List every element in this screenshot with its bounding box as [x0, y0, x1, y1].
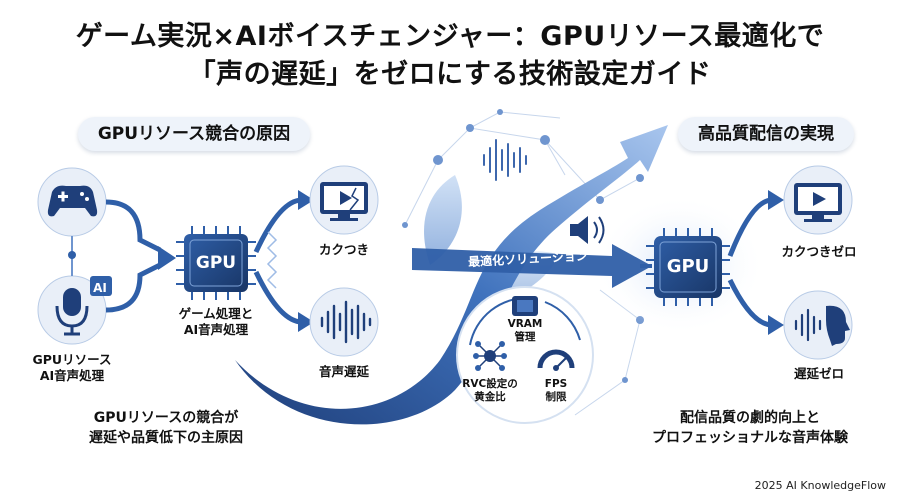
rvc-label-line-2: 黄金比 — [474, 391, 506, 403]
footer-credit: 2025 AI KnowledgeFlow — [754, 479, 886, 492]
left-caption: GPUリソースの競合が 遅延や品質低下の主原因 — [56, 408, 276, 448]
speaker-icon — [570, 216, 605, 244]
microphone-icon — [55, 288, 89, 336]
title-line-2: 「声の遅延」をゼロにする技術設定ガイド — [188, 59, 712, 90]
stutter-label: カクつき — [318, 242, 369, 257]
rvc-network-icon — [473, 341, 507, 371]
title-line-1: ゲーム実況×AIボイスチェンジャー：GPUリソース最適化で — [75, 21, 825, 52]
fps-label-line-1: FPS — [544, 378, 568, 390]
left-caption-line-1: GPUリソースの競合が — [93, 410, 239, 426]
right-caption: 配信品質の劇的向上と プロフェッショナルな音声体験 — [620, 408, 880, 448]
right-gpu-chip — [646, 228, 730, 306]
right-gpu-label: GPU — [666, 256, 710, 277]
vram-chip-icon — [512, 296, 538, 316]
main-flow-arrow — [235, 125, 668, 425]
right-section-heading: 高品質配信の実現 — [678, 117, 854, 151]
page-title: ゲーム実況×AIボイスチェンジャー：GPUリソース最適化で 「声の遅延」をゼロに… — [0, 18, 900, 94]
vram-label-line-2: 管理 — [514, 331, 536, 343]
vram-label-line-1: VRAM — [507, 318, 543, 330]
right-caption-line-1: 配信品質の劇的向上と — [680, 410, 820, 426]
waveform-top-icon — [483, 139, 527, 181]
fps-gauge-icon — [537, 349, 575, 371]
voice-head-icon — [794, 305, 850, 346]
solution-circle — [456, 286, 594, 424]
fps-label-line-2: 制限 — [545, 391, 567, 403]
ai-badge — [90, 276, 112, 296]
leaf-decoration — [424, 175, 462, 265]
input-label-line-2: AI音声処理 — [39, 368, 105, 383]
fps-label: FPS 制限 — [534, 378, 578, 404]
rvc-label: RVC設定の 黄金比 — [462, 378, 518, 404]
gamepad-icon — [47, 185, 98, 217]
right-caption-line-2: プロフェッショナルな音声体験 — [652, 430, 848, 446]
smooth-monitor-icon — [794, 183, 842, 222]
stuttering-monitor-icon — [320, 182, 368, 221]
left-caption-line-2: 遅延や品質低下の主原因 — [89, 430, 243, 446]
optimization-arrow — [412, 244, 652, 288]
gpu-load-label: ゲーム処理と AI音声処理 — [166, 306, 266, 338]
delay-zero-label: 遅延ゼロ — [793, 366, 844, 381]
rvc-label-line-1: RVC設定の — [462, 378, 518, 390]
left-section-heading: GPUリソース競合の原因 — [78, 117, 310, 151]
ai-badge-label: AI — [93, 281, 107, 295]
stutter-zero-label: カクつきゼロ — [781, 244, 857, 259]
sound-wave-icon — [320, 300, 372, 344]
input-label-line-1: GPUリソース — [32, 352, 112, 367]
gpu-load-label-line-2: AI音声処理 — [183, 322, 249, 337]
left-gpu-label: GPU — [195, 253, 237, 273]
gpu-load-label-line-1: ゲーム処理と — [178, 306, 254, 321]
left-gpu-chip — [176, 226, 256, 300]
input-label: GPUリソース AI音声処理 — [22, 352, 122, 384]
vram-label: VRAM 管理 — [500, 318, 550, 344]
audio-delay-label: 音声遅延 — [318, 364, 369, 379]
